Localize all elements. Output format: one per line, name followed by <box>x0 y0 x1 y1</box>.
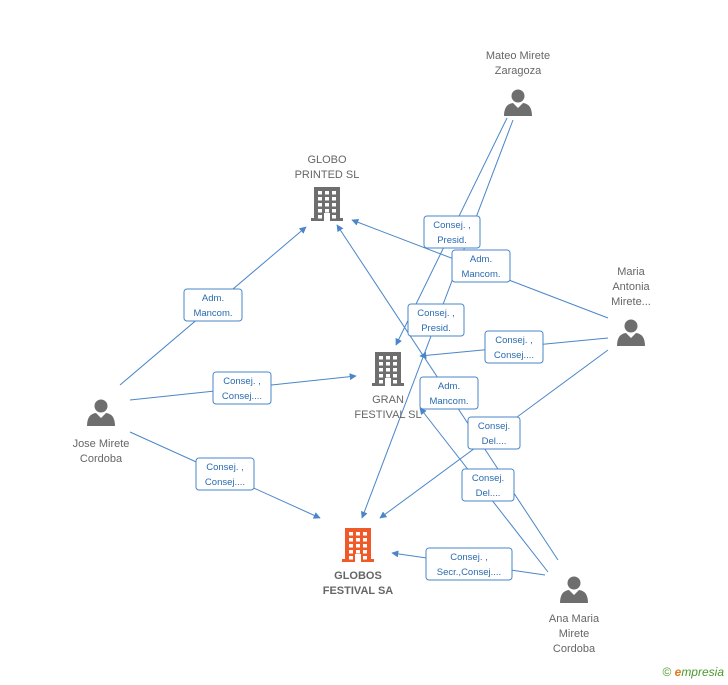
node-label: GRAN <box>372 394 404 406</box>
node-label: FESTIVAL SA <box>323 585 394 597</box>
role-label[interactable]: Consej. , Consej.... <box>212 371 272 405</box>
role-label-text: Consej.... <box>222 391 262 402</box>
role-label-text: Adm. <box>470 254 492 265</box>
node-label: PRINTED SL <box>295 169 360 181</box>
role-label-text: Consej. <box>478 421 510 432</box>
role-label-box <box>423 215 481 249</box>
role-label[interactable]: Consej. , Secr.,Consej.... <box>425 547 513 581</box>
role-label[interactable]: Adm. Mancom. <box>451 249 511 283</box>
node-globo-printed[interactable]: GLOBO PRINTED SL <box>295 154 360 221</box>
role-label-box <box>484 330 544 364</box>
role-label-text: Del.... <box>476 488 501 499</box>
role-label[interactable]: Consej. Del.... <box>467 416 521 450</box>
role-label-text: Adm. <box>438 381 460 392</box>
node-label: Antonia <box>612 281 650 293</box>
role-label-box <box>183 288 243 322</box>
building-icon <box>311 187 343 221</box>
nodes: Mateo MireteZaragozaMariaAntoniaMirete..… <box>73 50 651 655</box>
role-label-text: Consej. , <box>495 335 533 346</box>
role-label-text: Adm. <box>202 293 224 304</box>
role-label-text: Consej. <box>472 473 504 484</box>
role-label[interactable]: Consej. , Presid. <box>423 215 481 249</box>
brand-logo-letter: e <box>674 665 682 679</box>
node-label: Cordoba <box>553 643 596 655</box>
role-label-text: Mancom. <box>429 396 468 407</box>
brand-name[interactable]: mpresia <box>681 665 724 679</box>
role-label-text: Consej. , <box>450 552 488 563</box>
node-gran-festival[interactable]: GRAN FESTIVAL SL <box>354 352 422 421</box>
node-label: Jose Mirete <box>73 438 130 450</box>
role-label-text: Del.... <box>482 436 507 447</box>
role-label[interactable]: Adm. Mancom. <box>419 376 479 410</box>
node-label: Maria <box>617 266 645 278</box>
role-label-box <box>461 468 515 502</box>
role-label-text: Consej. , <box>206 462 244 473</box>
building-icon <box>342 528 374 562</box>
role-label-text: Consej.... <box>494 350 534 361</box>
building-icon <box>372 352 404 386</box>
footer-credit: © empresia <box>662 665 724 679</box>
role-label[interactable]: Adm. Mancom. <box>183 288 243 322</box>
role-label-text: Secr.,Consej.... <box>437 567 501 578</box>
role-label-box <box>451 249 511 283</box>
person-icon <box>504 89 532 116</box>
node-label: Zaragoza <box>495 65 542 77</box>
node-label: Mateo Mirete <box>486 50 550 62</box>
role-label-box <box>467 416 521 450</box>
node-label: Mirete... <box>611 296 651 308</box>
node-label: Cordoba <box>80 453 123 465</box>
role-label[interactable]: Consej. Del.... <box>461 468 515 502</box>
role-label-text: Consej.... <box>205 477 245 488</box>
role-label-box <box>419 376 479 410</box>
role-label-box <box>195 457 255 491</box>
person-icon <box>87 399 115 426</box>
person-icon <box>617 319 645 346</box>
role-labels: Consej. ,Presid.Adm.Mancom.Adm.Mancom.Co… <box>183 215 544 581</box>
person-icon <box>560 576 588 603</box>
role-label-box <box>425 547 513 581</box>
node-label: GLOBO <box>307 154 347 166</box>
node-label: FESTIVAL SL <box>354 409 421 421</box>
role-label-text: Consej. , <box>417 308 455 319</box>
role-label-text: Consej. , <box>433 220 471 231</box>
role-label[interactable]: Consej. , Consej.... <box>484 330 544 364</box>
role-label-text: Consej. , <box>223 376 261 387</box>
node-label: GLOBOS <box>334 570 382 582</box>
copyright-symbol: © <box>662 665 672 679</box>
role-label-text: Mancom. <box>193 308 232 319</box>
node-maria[interactable]: MariaAntoniaMirete... <box>611 266 651 346</box>
role-label[interactable]: Consej. , Presid. <box>407 303 465 337</box>
role-label[interactable]: Consej. , Consej.... <box>195 457 255 491</box>
role-label-text: Presid. <box>421 323 451 334</box>
role-label-text: Mancom. <box>461 269 500 280</box>
role-label-box <box>407 303 465 337</box>
role-label-text: Presid. <box>437 235 467 246</box>
role-label-box <box>212 371 272 405</box>
node-label: Mirete <box>559 628 590 640</box>
node-globos-festival[interactable]: GLOBOS FESTIVAL SA <box>323 528 394 597</box>
node-label: Ana Maria <box>549 613 600 625</box>
